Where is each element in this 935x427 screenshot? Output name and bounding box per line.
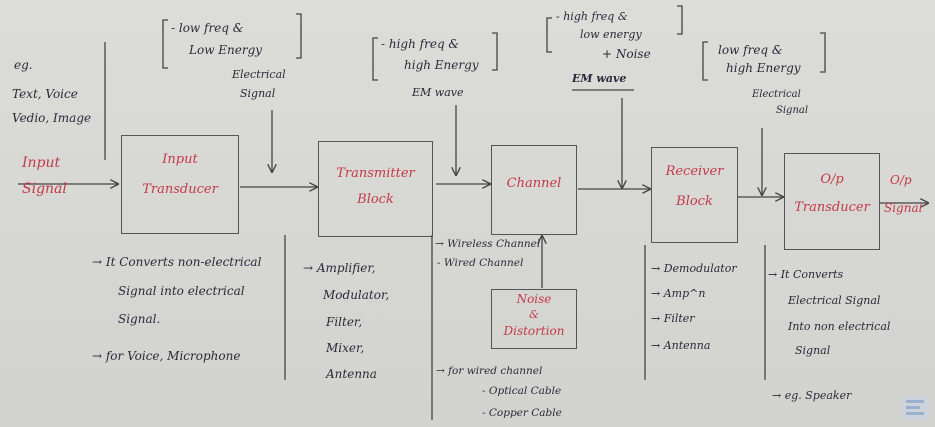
noise-line-3: Distortion <box>503 324 565 338</box>
receiver-block: Receiver Block <box>651 147 738 243</box>
note2-line: → Amplifier, <box>303 261 376 275</box>
note2-line: Modulator, <box>323 288 390 302</box>
bracket-2-right <box>492 32 498 71</box>
eg-line-2: Vedio, Image <box>12 111 92 125</box>
noise-line-1: Noise <box>516 292 552 306</box>
bracket4-line-1: low freq & <box>718 43 783 57</box>
input-transducer-line-1: Input <box>162 152 198 167</box>
note2-line: Antenna <box>326 367 377 381</box>
eg-label: eg. <box>14 58 33 72</box>
channel-block: Channel <box>491 145 577 235</box>
note3b-line: → for wired channel <box>436 365 543 377</box>
op-transducer-line-2: Transducer <box>794 200 870 215</box>
receiver-line-1: Receiver <box>665 164 724 179</box>
bracket-3-right <box>677 5 683 35</box>
noise-line-2: & <box>529 308 539 321</box>
receiver-line-2: Block <box>676 194 713 209</box>
op-transducer-line-1: O/p <box>820 172 844 187</box>
note4-line: → Antenna <box>651 339 711 352</box>
transmitter-line-1: Transmitter <box>336 166 415 181</box>
bracket-4-right <box>820 32 826 73</box>
transmitter-block: Transmitter Block <box>318 141 433 237</box>
input-transducer-line-2: Transducer <box>142 182 218 197</box>
bracket-4-left <box>702 41 708 81</box>
noise-distortion-block: Noise & Distortion <box>491 289 577 349</box>
bracket1-line-2: Low Energy <box>189 43 263 57</box>
note5-line: → eg. Speaker <box>772 389 852 402</box>
note3a-line: - Wired Channel <box>437 257 524 269</box>
bracket2-line-1: - high freq & <box>381 37 460 51</box>
eg-line-1: Text, Voice <box>12 87 78 101</box>
note1-line: → for Voice, Microphone <box>92 349 241 363</box>
note3a-line: → Wireless Channel <box>435 238 541 250</box>
note2-line: Mixer, <box>326 341 365 355</box>
input-signal-label-2: Signal <box>22 181 67 197</box>
note1-line: → It Converts non-electrical <box>92 255 262 269</box>
note5-line: Into non electrical <box>788 320 891 333</box>
op-transducer-block: O/p Transducer <box>784 153 880 250</box>
bracket-2-left <box>372 37 378 81</box>
em-wave-1: EM wave <box>412 86 464 99</box>
bracket-1-right <box>296 13 302 59</box>
bracket4-line-2: high Energy <box>726 61 801 75</box>
em-wave-2: EM wave <box>572 72 627 85</box>
elec-signal-1-line-2: Signal <box>240 87 276 100</box>
input-transducer-block: Input Transducer <box>121 135 239 234</box>
bracket3-line-3: + Noise <box>602 47 651 61</box>
note5-line: → It Converts <box>768 268 844 281</box>
note2-line: Filter, <box>326 315 363 329</box>
note4-line: → Filter <box>651 312 695 325</box>
op-signal-label-1: O/p <box>890 173 912 187</box>
note1-line: Signal. <box>118 312 161 326</box>
note4-line: → Amp^n <box>651 287 706 300</box>
note3b-line: - Optical Cable <box>482 385 562 397</box>
op-signal-label-2: Signal <box>884 201 923 215</box>
elec-signal-2-line-1: Electrical <box>752 89 801 100</box>
elec-signal-1-line-1: Electrical <box>232 68 286 81</box>
channel-line-1: Channel <box>506 176 562 191</box>
bracket3-line-1: - high freq & <box>556 10 628 23</box>
note5-line: Electrical Signal <box>788 294 881 307</box>
note5-line: Signal <box>795 344 831 357</box>
bracket3-line-2: low energy <box>580 28 642 41</box>
note4-line: → Demodulator <box>651 262 737 275</box>
transmitter-line-2: Block <box>357 192 394 207</box>
bracket1-line-1: - low freq & <box>171 21 244 35</box>
note3b-line: - Copper Cable <box>482 407 562 419</box>
note1-line: Signal into electrical <box>118 284 245 298</box>
bracket-1-left <box>162 19 168 69</box>
channel-logo-icon <box>902 396 930 420</box>
bracket-3-left <box>546 17 552 53</box>
input-signal-label-1: Input <box>22 155 61 171</box>
bracket2-line-2: high Energy <box>404 58 479 72</box>
elec-signal-2-line-2: Signal <box>776 105 809 116</box>
